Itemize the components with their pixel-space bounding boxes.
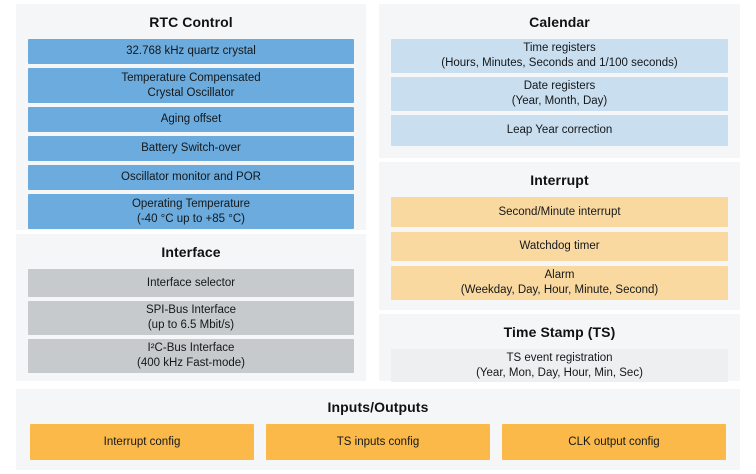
calendar-item-leap-year-correction[interactable]: Leap Year correction — [391, 115, 728, 146]
rtc-item-tcxo[interactable]: Temperature Compensated Crystal Oscillat… — [28, 68, 354, 103]
line1: Temperature Compensated — [121, 71, 261, 84]
panel-calendar: Calendar Time registers (Hours, Minutes,… — [379, 4, 740, 158]
panel-rtc-control: RTC Control 32.768 kHz quartz crystal Te… — [16, 4, 366, 230]
rtc-item-aging-offset-label: Aging offset — [161, 112, 222, 127]
line1: Interface selector — [146, 276, 236, 289]
calendar-items: Time registers (Hours, Minutes, Seconds … — [379, 39, 740, 146]
rtc-item-oscillator-monitor-por[interactable]: Oscillator monitor and POR — [28, 165, 354, 190]
interface-items: Interface selector SPI-Bus Interface (up… — [16, 269, 366, 373]
line1: Oscillator monitor and POR — [121, 171, 261, 184]
rtc-item-battery-switch-over-label: Battery Switch-over — [141, 141, 241, 156]
panel-interrupt: Interrupt Second/Minute interrupt Watchd… — [379, 162, 740, 310]
panel-title-calendar: Calendar — [529, 14, 590, 30]
time-stamp-items: TS event registration (Year, Mon, Day, H… — [379, 349, 740, 382]
interrupt-item-second-minute-interrupt[interactable]: Second/Minute interrupt — [391, 197, 728, 227]
interrupt-items: Second/Minute interrupt Watchdog timer A… — [379, 197, 740, 300]
line1: Operating Temperature — [131, 197, 251, 210]
panel-title-rtc-control: RTC Control — [149, 14, 233, 30]
panel-title-interface: Interface — [161, 244, 221, 260]
line1: Second/Minute interrupt — [498, 205, 621, 218]
interface-item-interface-selector[interactable]: Interface selector — [28, 269, 354, 297]
interrupt-item-alarm-label: Alarm (Weekday, Day, Hour, Minute, Secon… — [461, 268, 659, 297]
io-item-ts-inputs-config-label: TS inputs config — [336, 435, 420, 448]
interrupt-item-watchdog-timer[interactable]: Watchdog timer — [391, 232, 728, 261]
interrupt-item-second-minute-interrupt-label: Second/Minute interrupt — [498, 205, 620, 220]
rtc-item-quartz-crystal[interactable]: 32.768 kHz quartz crystal — [28, 39, 354, 64]
time-stamp-item-ts-event-registration-label: TS event registration (Year, Mon, Day, H… — [476, 351, 643, 380]
panel-title-interrupt: Interrupt — [530, 172, 589, 188]
line1: Aging offset — [160, 113, 222, 126]
interface-item-i2c-bus[interactable]: I²C-Bus Interface (400 kHz Fast-mode) — [28, 339, 354, 373]
io-item-clk-output-config-label: CLK output config — [568, 435, 660, 448]
line2: (400 kHz Fast-mode) — [136, 357, 245, 369]
rtc-control-items: 32.768 kHz quartz crystal Temperature Co… — [16, 39, 366, 229]
rtc-item-oscillator-monitor-por-label: Oscillator monitor and POR — [121, 170, 261, 185]
interrupt-item-watchdog-timer-label: Watchdog timer — [519, 239, 599, 254]
line1: Watchdog timer — [519, 240, 600, 253]
line1: TS event registration — [506, 351, 613, 364]
panel-title-inputs-outputs: Inputs/Outputs — [327, 399, 429, 415]
interrupt-item-alarm[interactable]: Alarm (Weekday, Day, Hour, Minute, Secon… — [391, 266, 728, 300]
panel-inputs-outputs: Inputs/Outputs Interrupt config TS input… — [16, 389, 740, 470]
rtc-item-battery-switch-over[interactable]: Battery Switch-over — [28, 136, 354, 161]
line1: Battery Switch-over — [141, 142, 241, 155]
line2: (Hours, Minutes, Seconds and 1/100 secon… — [441, 57, 678, 69]
io-item-ts-inputs-config[interactable]: TS inputs config — [266, 424, 490, 460]
line2: (-40 °C up to +85 °C) — [137, 212, 245, 225]
interface-item-interface-selector-label: Interface selector — [147, 276, 235, 291]
calendar-item-time-registers[interactable]: Time registers (Hours, Minutes, Seconds … — [391, 39, 728, 73]
line1: 32.768 kHz quartz crystal — [126, 45, 256, 58]
io-item-interrupt-config-label: Interrupt config — [103, 435, 181, 448]
rtc-item-quartz-crystal-label: 32.768 kHz quartz crystal — [126, 44, 256, 59]
rtc-item-aging-offset[interactable]: Aging offset — [28, 107, 354, 132]
line2: (Weekday, Day, Hour, Minute, Second) — [460, 284, 659, 296]
panel-interface: Interface Interface selector SPI-Bus Int… — [16, 234, 366, 381]
interface-item-spi-bus[interactable]: SPI-Bus Interface (up to 6.5 Mbit/s) — [28, 301, 354, 335]
inputs-outputs-items: Interrupt config TS inputs config CLK ou… — [16, 424, 740, 460]
line1: Time registers — [523, 42, 596, 55]
calendar-item-leap-year-correction-label: Leap Year correction — [507, 123, 613, 138]
line2: (Year, Mon, Day, Hour, Min, Sec) — [476, 366, 643, 379]
line1: Leap Year correction — [506, 124, 613, 137]
calendar-item-date-registers[interactable]: Date registers (Year, Month, Day) — [391, 77, 728, 111]
rtc-item-operating-temperature-label: Operating Temperature (-40 °C up to +85 … — [132, 197, 250, 226]
interface-item-i2c-bus-label: I²C-Bus Interface (400 kHz Fast-mode) — [137, 341, 245, 370]
time-stamp-item-ts-event-registration[interactable]: TS event registration (Year, Mon, Day, H… — [391, 349, 728, 382]
line2: (up to 6.5 Mbit/s) — [147, 319, 235, 331]
io-item-clk-output-config[interactable]: CLK output config — [502, 424, 726, 460]
line2: Crystal Oscillator — [147, 86, 235, 99]
rtc-item-operating-temperature[interactable]: Operating Temperature (-40 °C up to +85 … — [28, 194, 354, 229]
interface-item-spi-bus-label: SPI-Bus Interface (up to 6.5 Mbit/s) — [146, 303, 236, 332]
calendar-item-time-registers-label: Time registers (Hours, Minutes, Seconds … — [441, 41, 678, 70]
line2: (Year, Month, Day) — [511, 95, 608, 107]
io-item-interrupt-config[interactable]: Interrupt config — [30, 424, 254, 460]
line1: I²C-Bus Interface — [147, 342, 235, 355]
line1: SPI-Bus Interface — [145, 304, 237, 317]
panel-title-time-stamp: Time Stamp (TS) — [503, 324, 616, 340]
line1: Date registers — [523, 80, 596, 93]
rtc-item-tcxo-label: Temperature Compensated Crystal Oscillat… — [121, 71, 260, 100]
line1: Alarm — [544, 269, 575, 282]
calendar-item-date-registers-label: Date registers (Year, Month, Day) — [512, 79, 607, 108]
panel-time-stamp: Time Stamp (TS) TS event registration (Y… — [379, 314, 740, 382]
